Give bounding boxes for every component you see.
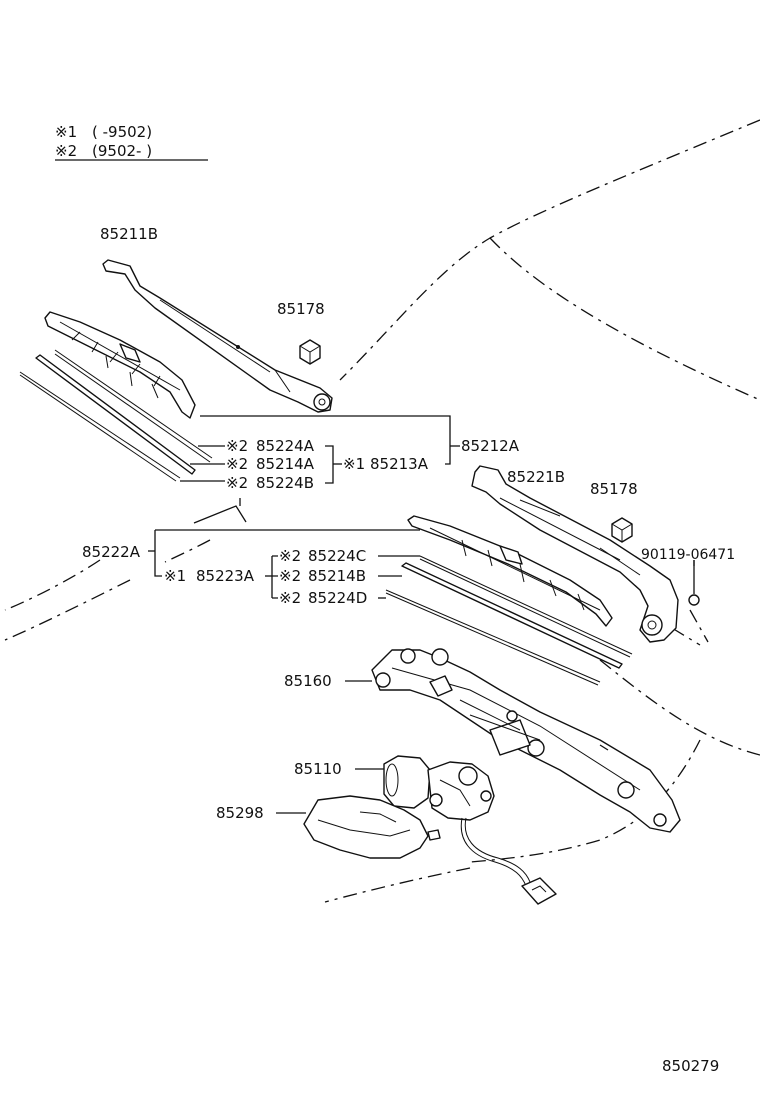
vehicle-outline xyxy=(4,119,760,903)
label-motor-cover: 85298 xyxy=(216,804,264,822)
label-front-blade-sub: 85213A xyxy=(370,455,429,473)
diagram-number: 850279 xyxy=(662,1057,719,1075)
label-front-rubber-b-mark: ※2 xyxy=(226,474,248,492)
front-wiper-blade xyxy=(44,311,196,419)
cowl-line-bottom xyxy=(324,867,471,903)
label-rear-backing-mark: ※2 xyxy=(279,567,301,585)
bolt-dash-line-2 xyxy=(689,609,709,643)
label-front-backing-mark: ※2 xyxy=(226,455,248,473)
label-rear-arm: 85221B xyxy=(507,468,565,486)
label-rear-backing: 85214B xyxy=(308,567,366,585)
legend-range-1: ( -9502) xyxy=(92,123,152,141)
bolt xyxy=(688,560,700,606)
label-front-blade-assy: 85212A xyxy=(461,437,520,455)
label-front-backing: 85214A xyxy=(256,455,315,473)
legend: ※1 ( -9502) ※2 (9502- ) xyxy=(55,123,208,161)
nut-right xyxy=(611,517,633,543)
label-front-rubber-a: 85224A xyxy=(256,437,315,455)
hood-crease-line xyxy=(489,237,760,401)
label-front-rubber-b: 85224B xyxy=(256,474,314,492)
label-rear-rubber-c: 85224C xyxy=(308,547,366,565)
motor-cover xyxy=(303,795,441,859)
front-blade-rubbers xyxy=(19,349,213,482)
label-bolt: 90119-06471 xyxy=(641,547,735,563)
cowl-line-mid xyxy=(164,539,211,563)
nut-left xyxy=(299,339,321,365)
label-nut-left: 85178 xyxy=(277,300,325,318)
cowl-line-left-lower xyxy=(4,579,131,641)
label-rear-rubber-c-mark: ※2 xyxy=(279,547,301,565)
cowl-line-right xyxy=(599,659,760,756)
label-nut-right: 85178 xyxy=(590,480,638,498)
lower-leaders xyxy=(276,680,384,814)
cowl-line-right-lower xyxy=(469,739,701,863)
label-motor: 85110 xyxy=(294,760,342,778)
front-leaders xyxy=(180,415,460,484)
label-rear-blade-sub: 85223A xyxy=(196,567,255,585)
cowl-line-left-upper xyxy=(4,559,101,611)
rear-wiper-arm xyxy=(471,465,679,643)
legend-mark-2: ※2 xyxy=(55,142,77,160)
label-rear-rubber-d: 85224D xyxy=(308,589,367,607)
label-front-arm: 85211B xyxy=(100,225,158,243)
rear-leaders xyxy=(148,498,695,599)
bolt-dash-line xyxy=(671,627,701,646)
rear-wiper-blade xyxy=(407,515,613,627)
label-link-assembly: 85160 xyxy=(284,672,332,690)
label-rear-blade-assy: 85222A xyxy=(82,543,141,561)
wiper-link-assembly xyxy=(371,648,681,833)
legend-mark-1: ※1 xyxy=(55,123,77,141)
hood-edge-line xyxy=(339,119,760,381)
front-wiper-arm xyxy=(102,259,333,413)
label-front-blade-sub-mark: ※1 xyxy=(343,455,365,473)
rear-blade-rubbers xyxy=(385,555,633,686)
label-front-rubber-a-mark: ※2 xyxy=(226,437,248,455)
label-rear-rubber-d-mark: ※2 xyxy=(279,589,301,607)
legend-range-2: (9502- ) xyxy=(92,142,152,160)
label-rear-blade-sub-mark: ※1 xyxy=(164,567,186,585)
wiper-motor xyxy=(383,755,557,905)
